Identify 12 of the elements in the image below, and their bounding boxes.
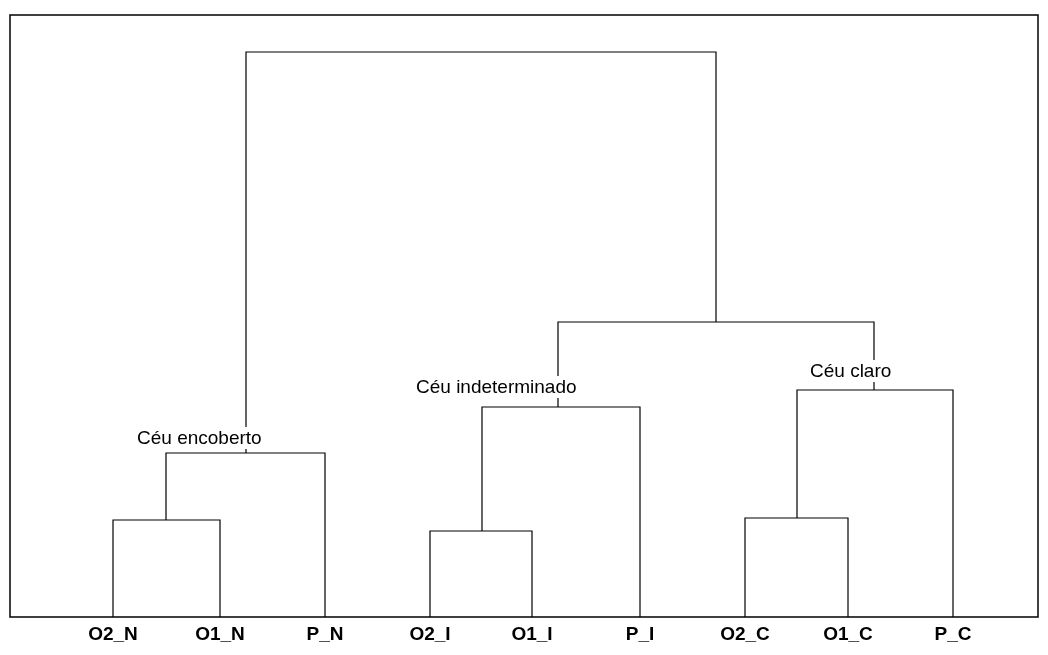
leaf-label: P_N xyxy=(306,623,344,645)
cluster-label: Céu encoberto xyxy=(136,427,263,449)
leaf-label: O1_N xyxy=(195,623,245,645)
leaf-label: P_I xyxy=(625,623,655,645)
cluster-label: Céu claro xyxy=(809,360,893,382)
leaf-label: O2_C xyxy=(720,623,770,645)
leaf-label: O1_C xyxy=(823,623,873,645)
leaf-label: P_C xyxy=(934,623,972,645)
leaf-label: O2_N xyxy=(88,623,138,645)
leaf-label: O1_I xyxy=(511,623,553,645)
cluster-label: Céu indeterminado xyxy=(415,376,578,398)
leaf-label: O2_I xyxy=(409,623,451,645)
